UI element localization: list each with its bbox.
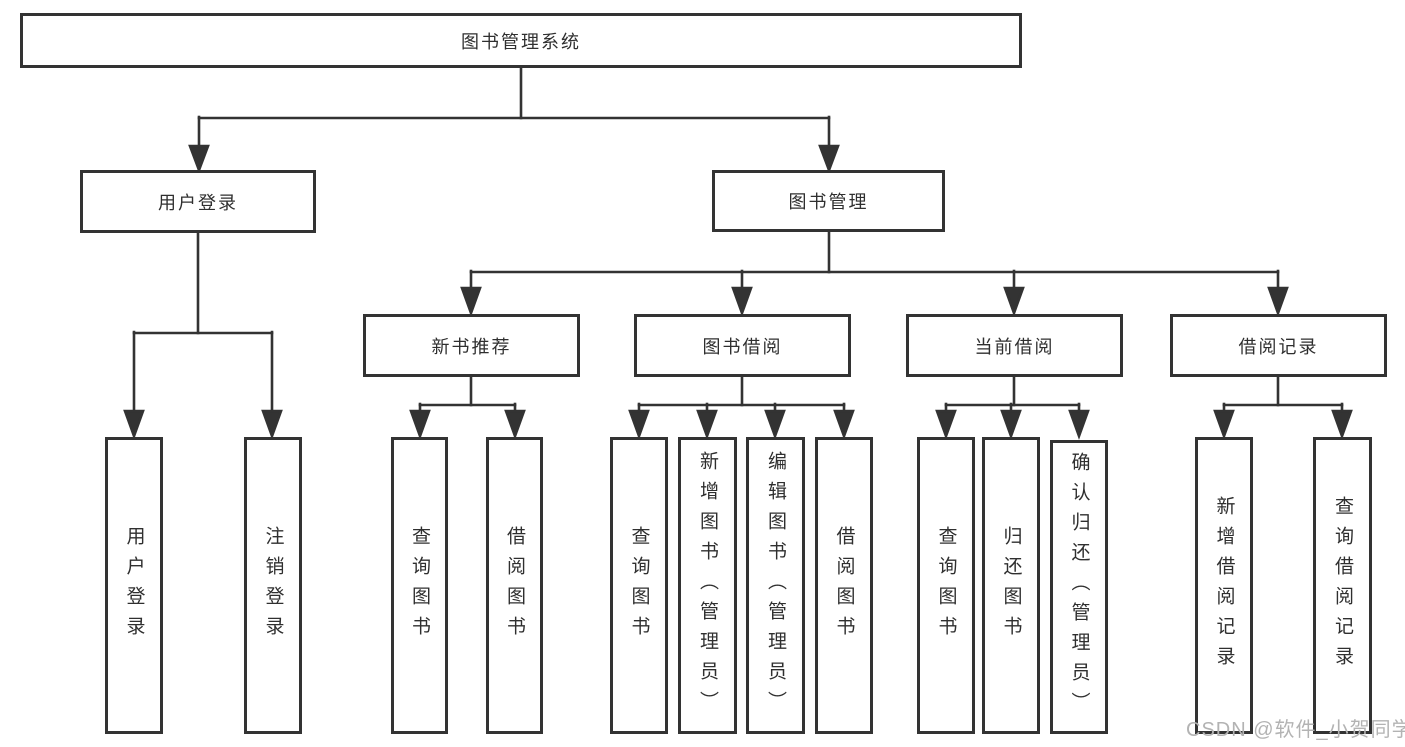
leaf-borrow-books-recommend: 借阅图书 [486,437,543,734]
arrowhead [935,409,957,440]
connector-borrow-records [1213,374,1353,440]
arrowhead [460,286,482,317]
arrowhead [1331,409,1353,440]
arrowhead [696,409,718,440]
node-borrow-records: 借阅记录 [1170,314,1387,377]
connector-root [188,64,840,174]
arrowhead [1267,286,1289,317]
node-library-system-label: 图书管理系统 [461,31,581,52]
connector-current-borrow [935,374,1090,440]
connector-user-login [123,230,283,440]
arrowhead [818,144,840,174]
leaf-add-books-admin: 新增图书（管理员） [678,437,737,734]
arrowhead [1068,409,1090,440]
node-new-book-recommend: 新书推荐 [363,314,580,377]
leaf-query-borrow-record: 查询借阅记录 [1313,437,1372,734]
arrowhead [188,144,210,174]
leaf-add-borrow-record: 新增借阅记录 [1195,437,1253,734]
node-new-book-recommend-label: 新书推荐 [431,336,512,357]
leaf-query-books-current: 查询图书 [917,437,975,734]
leaf-borrow-books: 借阅图书 [815,437,873,734]
node-current-borrow-label: 当前借阅 [974,336,1055,357]
connector-new-book-recommend [409,374,526,440]
node-book-management: 图书管理 [712,170,945,232]
arrowhead [1213,409,1235,440]
node-library-system: 图书管理系统 [20,13,1022,68]
node-user-login: 用户登录 [80,170,316,233]
connector-book-borrow [628,374,855,440]
arrowhead [409,409,431,440]
leaf-query-books-borrow: 查询图书 [610,437,668,734]
node-user-login-label: 用户登录 [158,192,238,213]
arrowhead [764,409,786,440]
leaf-query-books-recommend: 查询图书 [391,437,448,734]
connector-book-management [460,228,1289,317]
leaf-user-login: 用户登录 [105,437,163,734]
node-current-borrow: 当前借阅 [906,314,1123,377]
arrowhead [731,286,753,317]
arrowhead [261,409,283,440]
node-borrow-records-label: 借阅记录 [1238,336,1319,357]
arrowhead [1003,286,1025,317]
arrowhead [1000,409,1022,440]
arrowhead [123,409,145,440]
csdn-watermark: CSDN @软件_小贺同学 [1186,719,1405,741]
leaf-logout: 注销登录 [244,437,302,734]
arrowhead [833,409,855,440]
node-book-borrow-label: 图书借阅 [702,336,783,357]
leaf-confirm-return-admin: 确认归还（管理员） [1050,440,1108,734]
arrowhead [628,409,650,440]
arrowhead [504,409,526,440]
leaf-return-books: 归还图书 [982,437,1040,734]
node-book-borrow: 图书借阅 [634,314,851,377]
leaf-edit-books-admin: 编辑图书（管理员） [746,437,805,734]
node-book-management-label: 图书管理 [788,192,869,212]
